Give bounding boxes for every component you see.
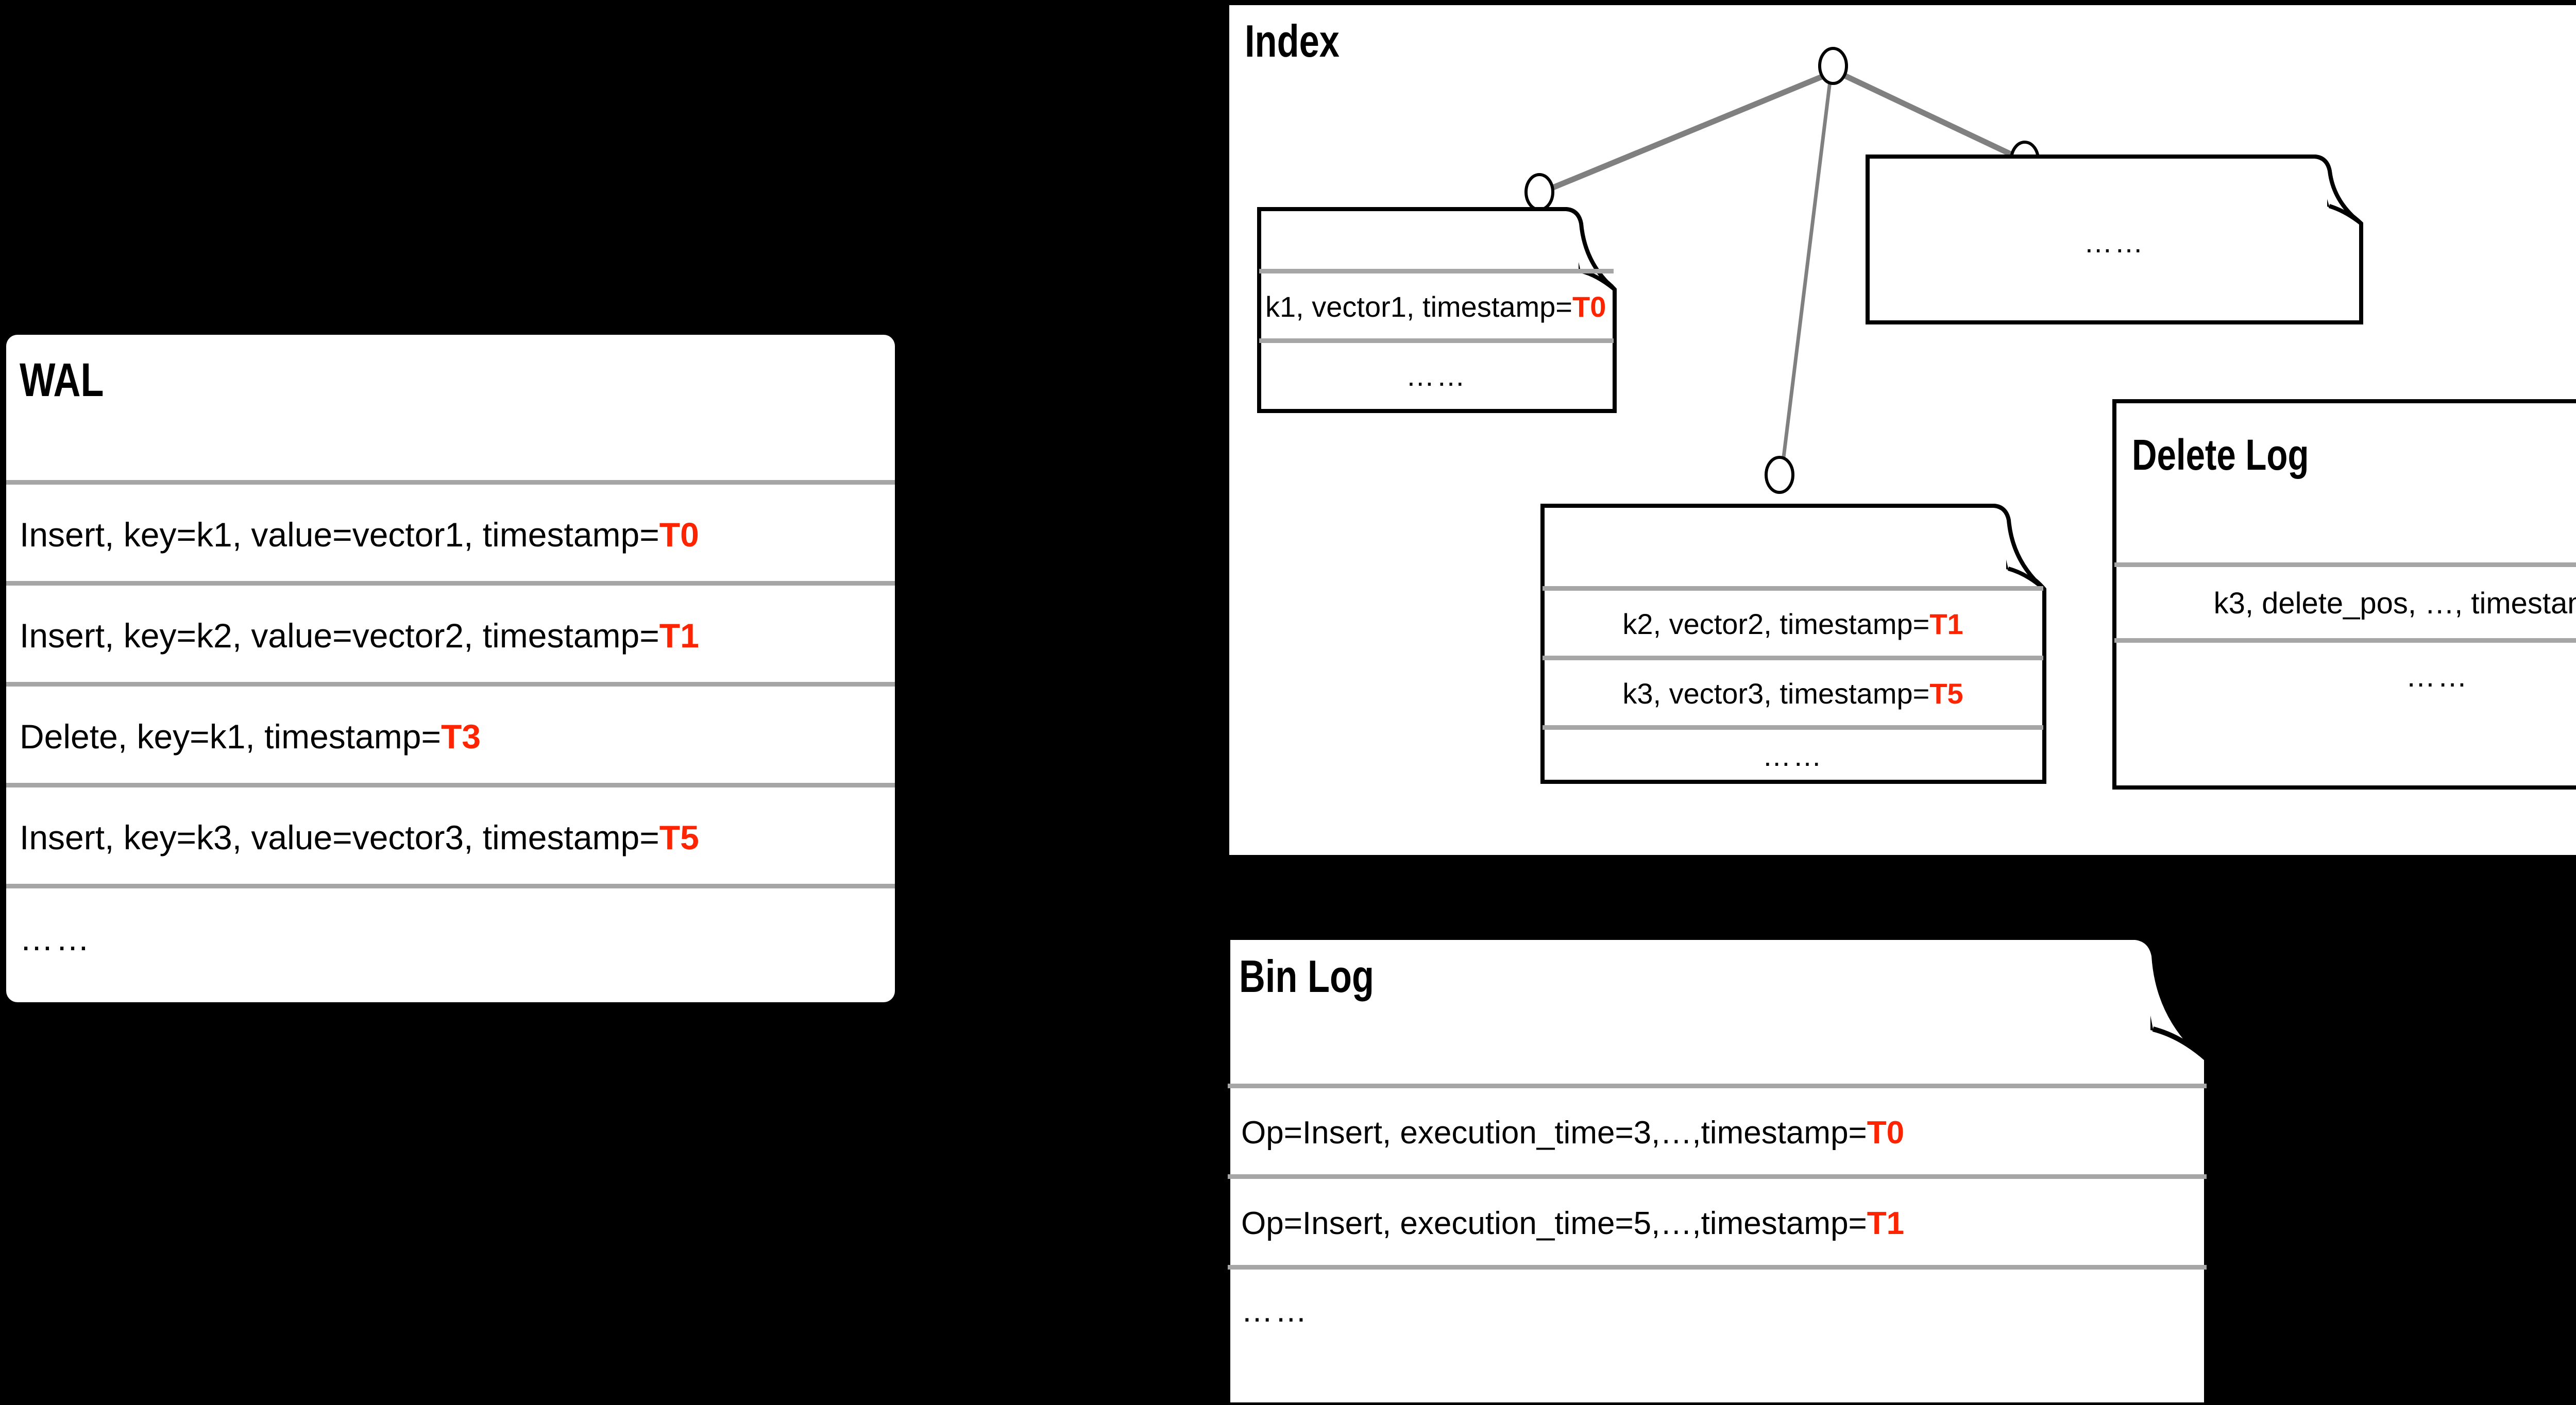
delete-log-title: Delete Log <box>2132 431 2309 479</box>
leaf-row-text: …… <box>2083 226 2145 259</box>
wal-row: Insert, key=k3, value=vector3, timestamp… <box>20 787 895 887</box>
leaf-row-text: k2, vector2, timestamp= <box>1622 607 1930 640</box>
wal-row-text: Delete, key=k1, timestamp= <box>20 717 442 756</box>
bin-log-row-text: Op=Insert, execution_time=5,…,timestamp= <box>1241 1205 1867 1241</box>
delete-log-separator <box>2114 562 2576 567</box>
wal-row-timestamp: T5 <box>659 818 699 856</box>
leaf-row: k2, vector2, timestamp=T1 <box>1543 591 2043 657</box>
wal-separator <box>6 682 895 687</box>
wal-row-text: Insert, key=k3, value=vector3, timestamp… <box>20 818 659 856</box>
tree-node-bottom <box>1765 456 1794 494</box>
bin-log-separator <box>1228 1084 2207 1088</box>
wal-row-text: …… <box>20 919 92 957</box>
leaf-row-timestamp: T0 <box>1572 290 1606 323</box>
leaf-row: k1, vector1, timestamp=T0 <box>1265 273 1614 339</box>
index-leaf-k1: k1, vector1, timestamp=T0 …… <box>1257 207 1617 413</box>
bin-log-title: Bin Log <box>1239 951 1374 1002</box>
wal-row-text: Insert, key=k2, value=vector2, timestamp… <box>20 616 659 655</box>
delete-log-row: k3, delete_pos, …, timestamp=T3 <box>2114 567 2576 639</box>
delete-log-row-text: …… <box>2405 659 2469 693</box>
wal-separator <box>6 884 895 888</box>
wal-title: WAL <box>20 354 104 406</box>
wal-row: …… <box>20 888 895 988</box>
wal-row: Insert, key=k2, value=vector2, timestamp… <box>20 586 895 685</box>
leaf-row-text: …… <box>1405 359 1467 392</box>
bin-log-row-text: …… <box>1241 1293 1309 1329</box>
wal-row-text: Insert, key=k1, value=vector1, timestamp… <box>20 515 659 554</box>
wal-separator <box>6 783 895 787</box>
bin-log-row-text: Op=Insert, execution_time=3,…,timestamp= <box>1241 1115 1867 1151</box>
index-title: Index <box>1245 15 1340 66</box>
leaf-row-text: …… <box>1762 739 1824 772</box>
wal-panel: WAL Insert, key=k1, value=vector1, times… <box>6 335 895 1002</box>
wal-row-timestamp: T1 <box>659 616 699 655</box>
tree-node-left <box>1524 173 1554 211</box>
bin-log-separator <box>1228 1174 2207 1179</box>
bin-log-row-timestamp: T1 <box>1867 1205 1905 1241</box>
wal-row: Insert, key=k1, value=vector1, timestamp… <box>20 485 895 584</box>
index-leaf-ellipsis: …… <box>1866 155 2366 324</box>
leaf-separator <box>1543 725 2043 730</box>
index-leaf-k2k3: k2, vector2, timestamp=T1 k3, vector3, t… <box>1540 504 2057 784</box>
leaf-row: …… <box>1259 343 1614 408</box>
bin-log-row: …… <box>1241 1270 2207 1352</box>
wal-row: Delete, key=k1, timestamp=T3 <box>20 687 895 786</box>
delete-log-separator <box>2114 638 2576 643</box>
leaf-separator <box>1259 269 1614 273</box>
leaf-row: …… <box>1543 730 2043 781</box>
index-panel: Index k1, vector1, timestamp=T0 …… <box>1229 5 2576 855</box>
leaf-row-text: k3, vector3, timestamp= <box>1622 677 1930 710</box>
bin-log-separator <box>1228 1265 2207 1270</box>
wal-separator <box>6 581 895 586</box>
leaf-row: k3, vector3, timestamp=T5 <box>1543 660 2043 726</box>
bin-log-row: Op=Insert, execution_time=3,…,timestamp=… <box>1241 1088 2207 1177</box>
delete-log-row-text: k3, delete_pos, …, timestamp= <box>2213 586 2576 620</box>
leaf-row-timestamp: T1 <box>1929 607 1963 640</box>
delete-log-row: …… <box>2114 643 2576 710</box>
leaf-separator <box>1259 338 1614 343</box>
tree-node-root <box>1818 47 1848 85</box>
bin-log-panel: Bin Log Op=Insert, execution_time=3,…,ti… <box>1228 936 2225 1405</box>
leaf-row-text: k1, vector1, timestamp= <box>1265 290 1573 323</box>
bin-log-row: Op=Insert, execution_time=5,…,timestamp=… <box>1241 1179 2207 1267</box>
leaf-separator <box>1543 656 2043 660</box>
delete-log-card: Delete Log k3, delete_pos, …, timestamp=… <box>2112 399 2576 790</box>
bin-log-row-timestamp: T0 <box>1867 1115 1905 1151</box>
wal-row-timestamp: T3 <box>441 717 481 756</box>
wal-row-timestamp: T0 <box>659 515 699 554</box>
wal-separator <box>6 480 895 485</box>
leaf-separator <box>1543 586 2043 591</box>
leaf-row-timestamp: T5 <box>1929 677 1963 710</box>
leaf-row: …… <box>1868 211 2361 273</box>
